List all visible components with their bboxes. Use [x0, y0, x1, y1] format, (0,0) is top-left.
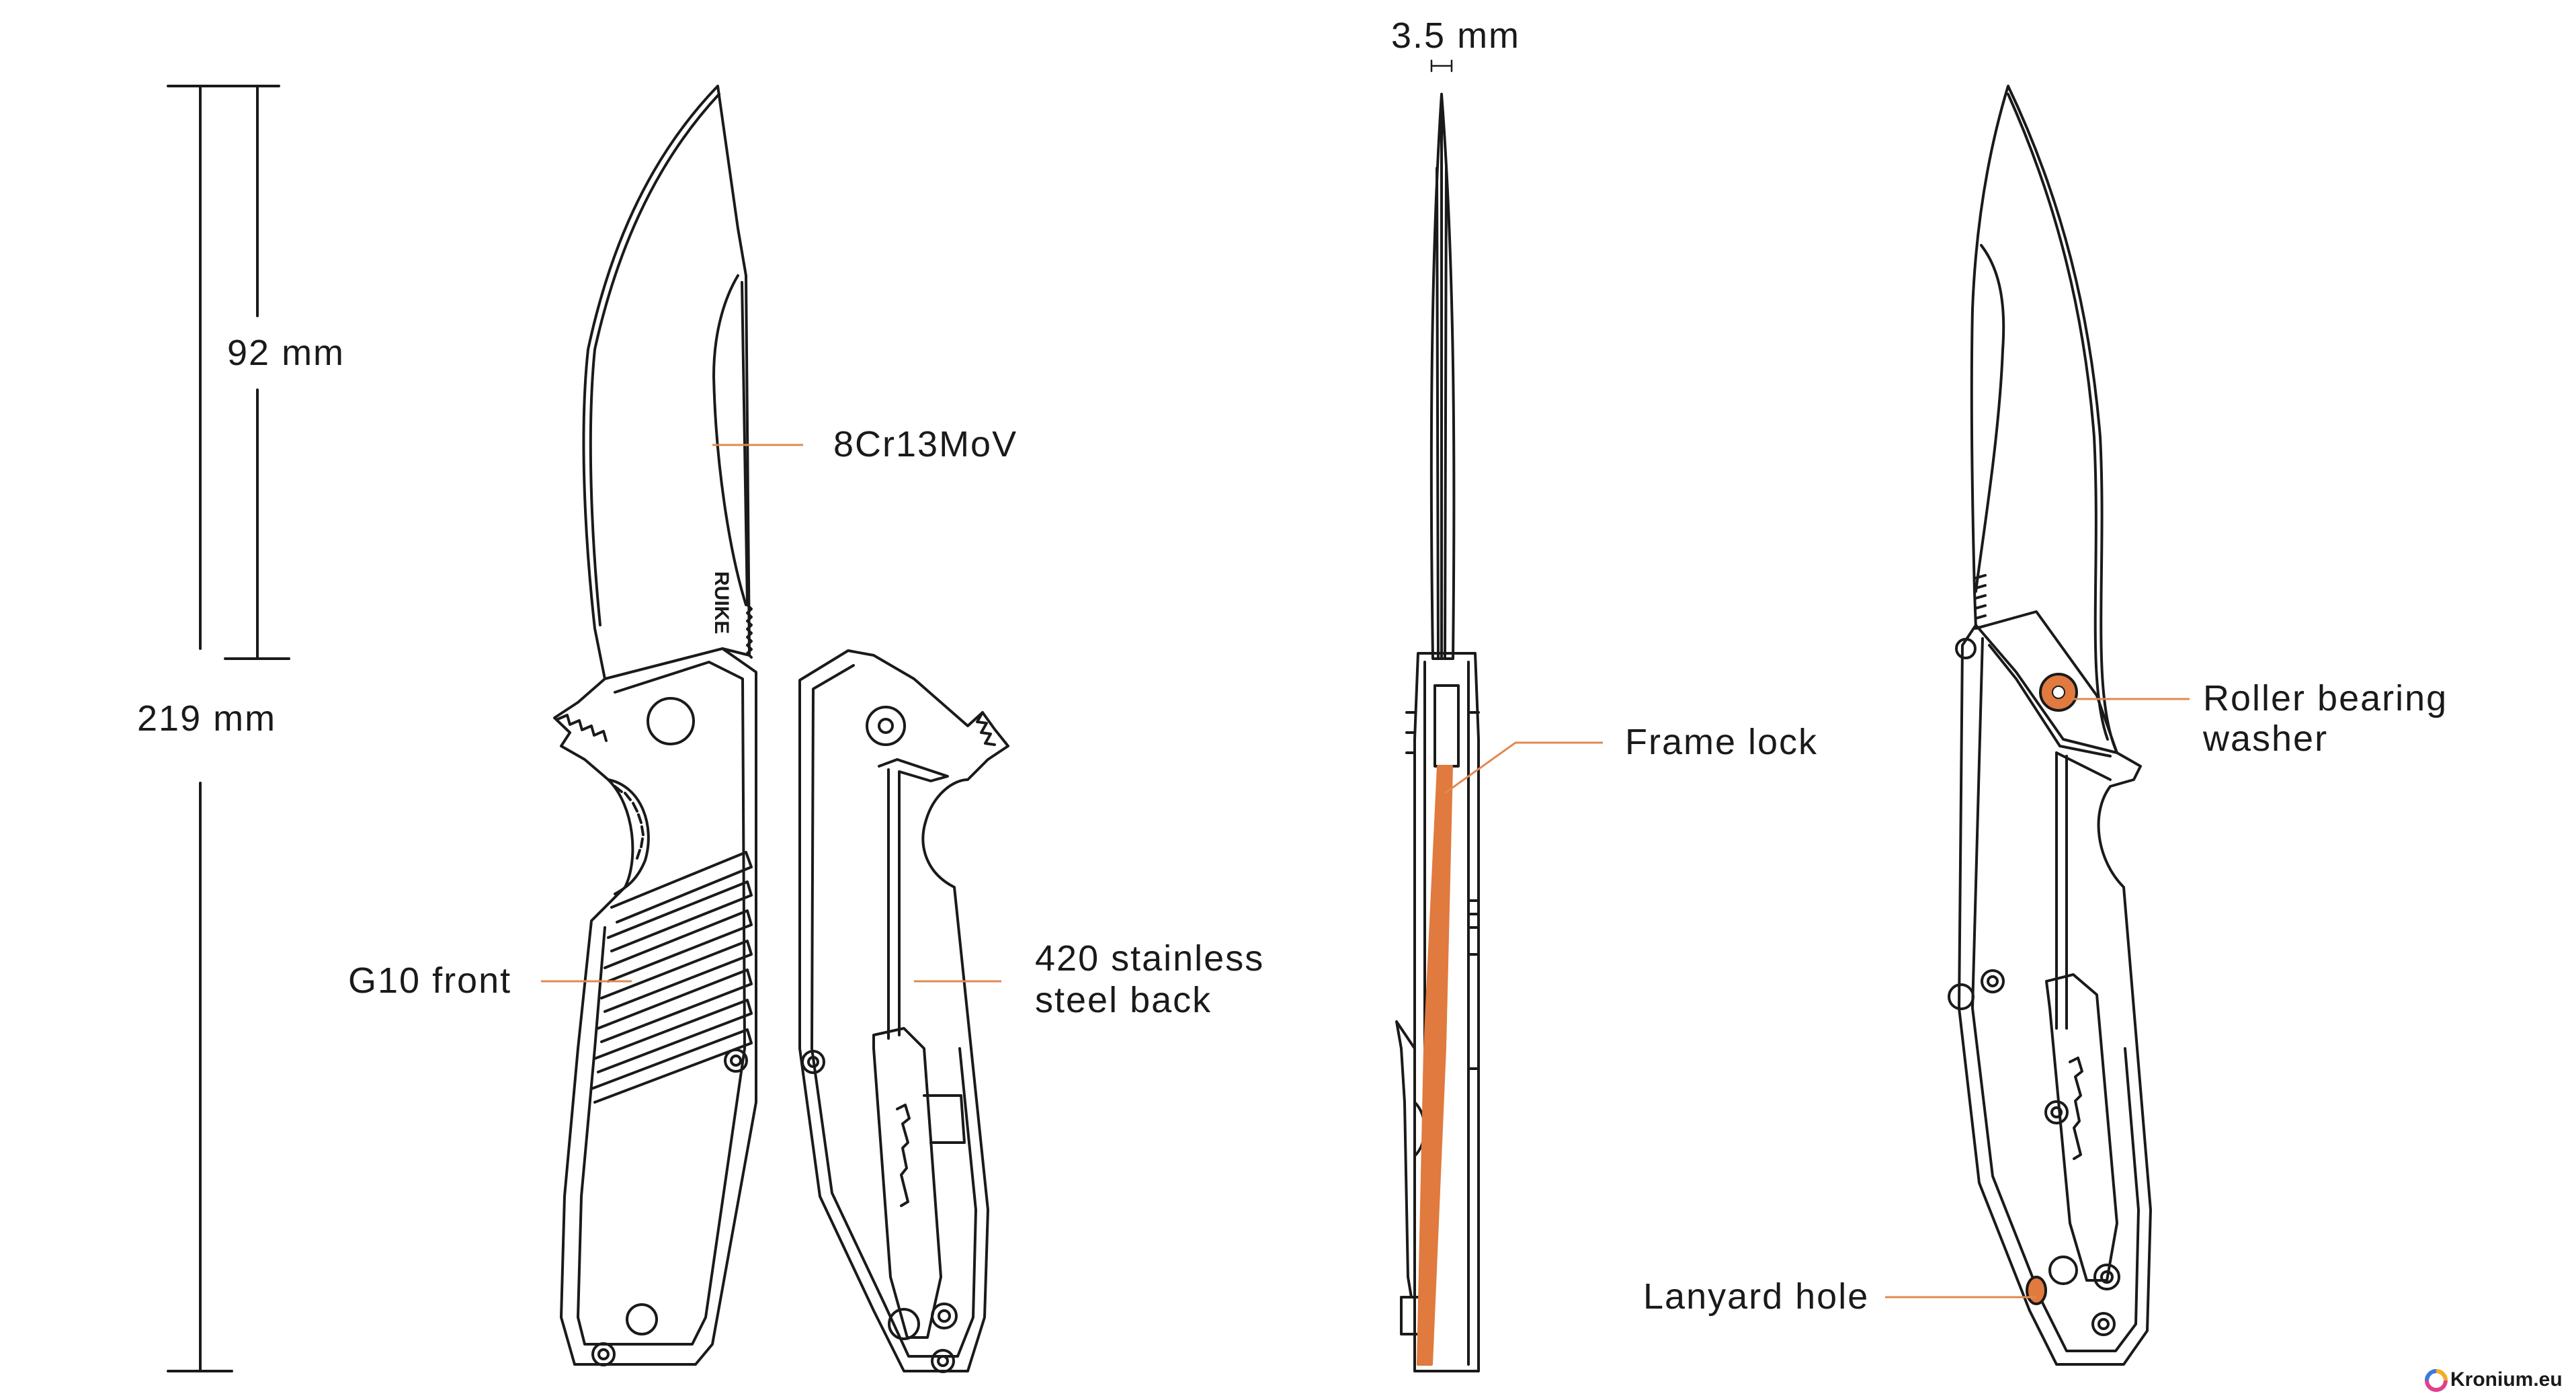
knife-front-view — [553, 85, 757, 1366]
back-scale-label-line1: 420 stainless — [1035, 938, 1265, 979]
frame-lock-label: Frame lock — [1625, 722, 1819, 762]
roller-bearing-label-line2: washer — [2203, 718, 2329, 759]
front-scale-label: G10 front — [348, 960, 512, 1001]
blade-thickness-label: 3.5 mm — [1391, 15, 1521, 56]
blade-length-label: 92 mm — [227, 333, 345, 373]
back-scale-label-line2: steel back — [1035, 980, 1212, 1020]
knife-back-view — [798, 649, 1009, 1373]
watermark: Kronium.eu — [2450, 1368, 2563, 1391]
blade-mark: RUIKE — [710, 571, 733, 634]
roller-bearing-label-line1: Roller bearing — [2203, 678, 2448, 718]
overall-length-label: 219 mm — [137, 698, 277, 739]
leader-lines — [541, 444, 2190, 1299]
knife-rear-view — [1948, 85, 2152, 1366]
blade-steel-label: 8Cr13MoV — [833, 424, 1018, 464]
dimension-lines — [167, 59, 1453, 1372]
kronium-logo-icon — [2425, 1369, 2448, 1392]
knife-spine-view — [1395, 93, 1480, 1372]
lanyard-hole-label: Lanyard hole — [1643, 1276, 1870, 1317]
